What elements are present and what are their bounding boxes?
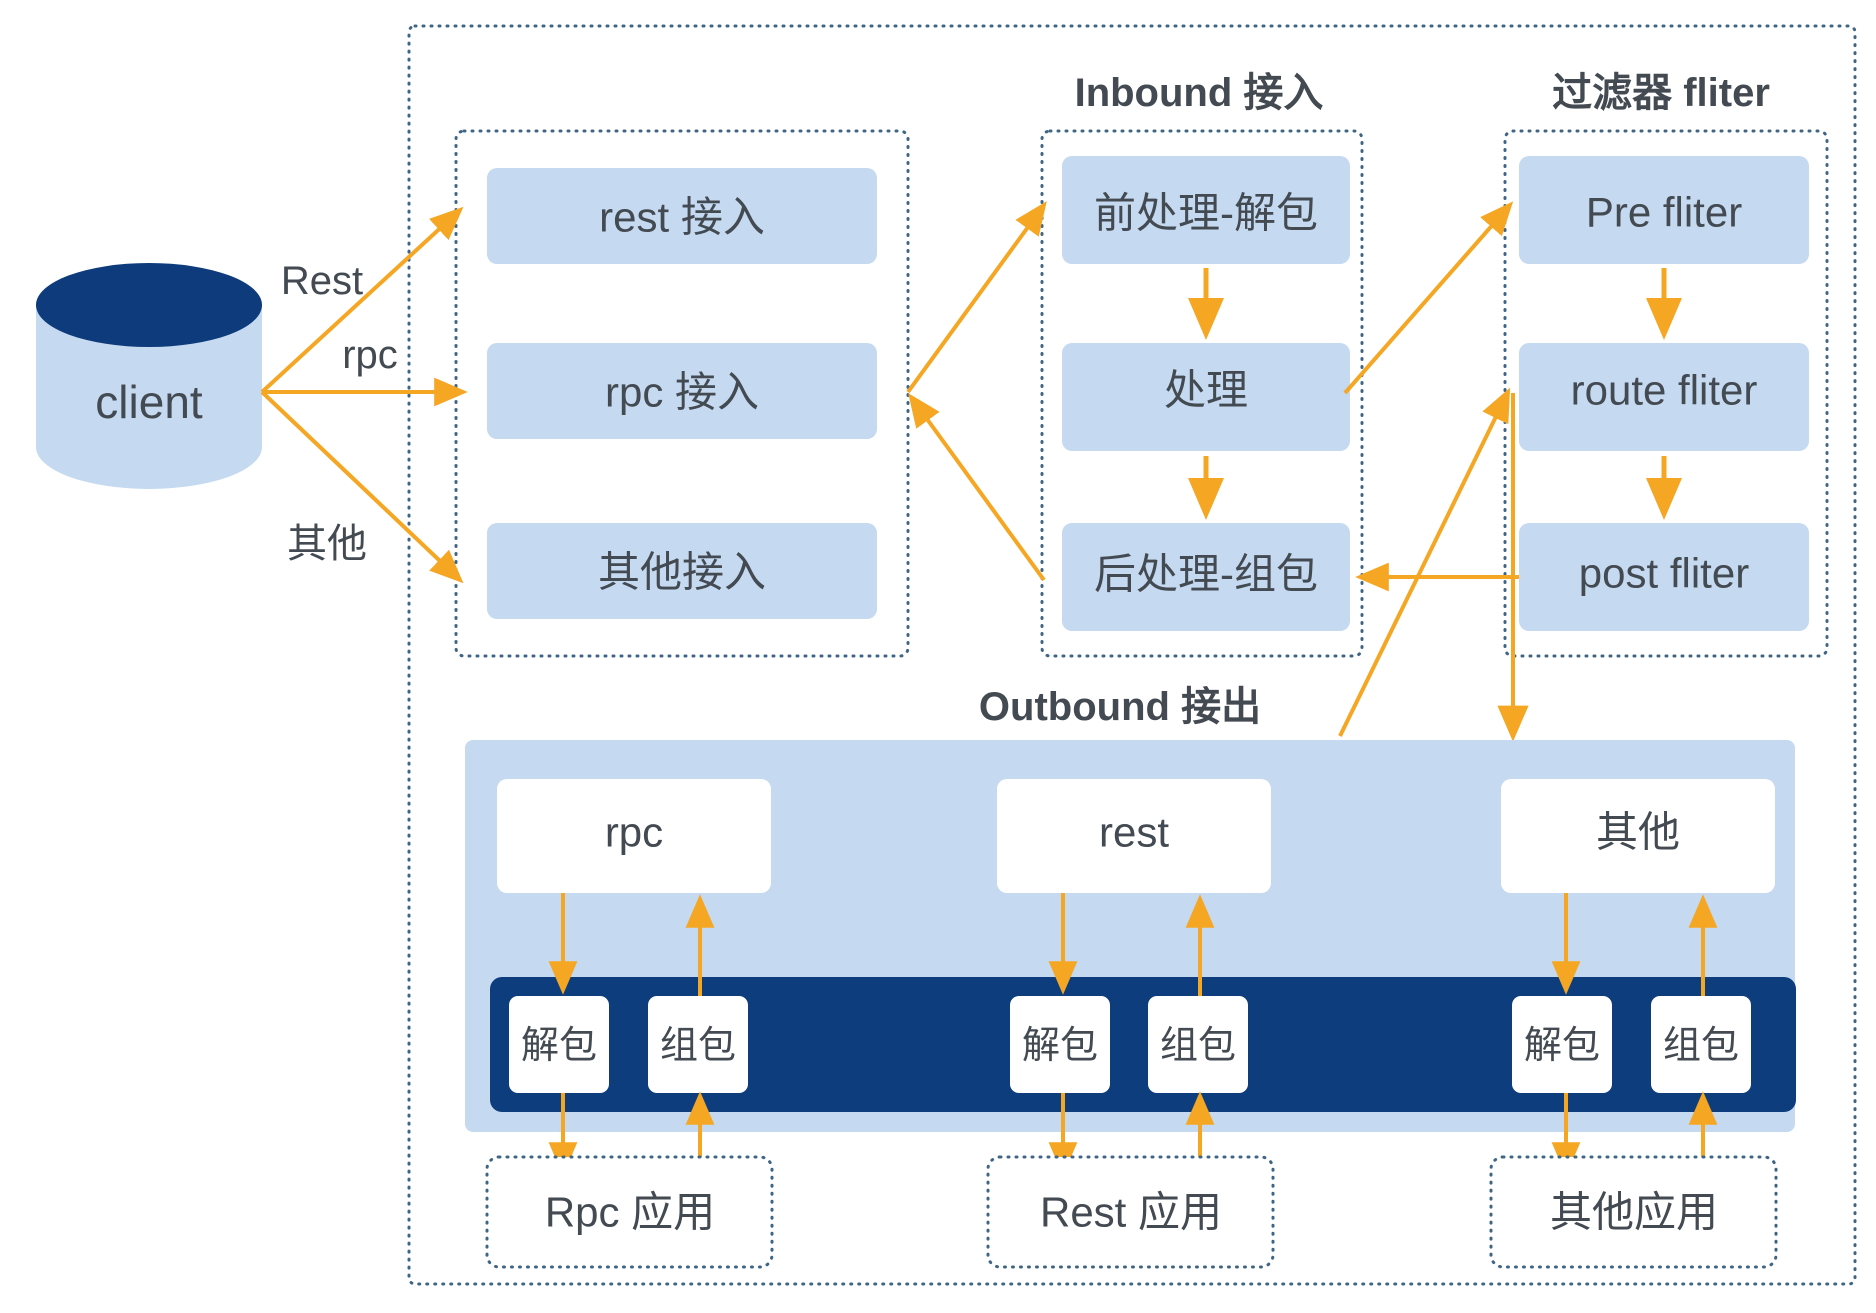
codec-lane-3-unpack[interactable]: 解包 bbox=[1512, 996, 1612, 1093]
filter-item-route-label: route fliter bbox=[1571, 367, 1758, 414]
access-item-rpc-label: rpc 接入 bbox=[605, 369, 759, 416]
access-item-other-label: 其他接入 bbox=[598, 549, 766, 596]
arrow-access-to-preprocess bbox=[906, 201, 1047, 394]
outer-container bbox=[407, 24, 1857, 1286]
edge-label-rpc: rpc bbox=[342, 333, 398, 377]
access-item-other[interactable]: 其他接入 bbox=[487, 523, 877, 619]
access-item-rest[interactable]: rest 接入 bbox=[487, 168, 877, 264]
application-other[interactable]: 其他应用 bbox=[1489, 1155, 1778, 1269]
heading-inbound: Inbound 接入 bbox=[1075, 71, 1324, 115]
inbound-item-preprocess[interactable]: 前处理-解包 bbox=[1062, 156, 1350, 264]
codec-lane-1-unpack-label: 解包 bbox=[521, 1025, 597, 1067]
edge-label-rest: Rest bbox=[281, 259, 363, 303]
outbound-protocol-other[interactable]: 其他 bbox=[1501, 779, 1775, 893]
arrow-outbound-to-route-filter bbox=[1338, 387, 1511, 737]
codec-lane-1-unpack[interactable]: 解包 bbox=[509, 996, 609, 1093]
application-rest[interactable]: Rest 应用 bbox=[986, 1155, 1275, 1269]
outbound-protocol-rest[interactable]: rest bbox=[997, 779, 1271, 893]
access-item-rpc[interactable]: rpc 接入 bbox=[487, 343, 877, 439]
access-item-rest-label: rest 接入 bbox=[599, 194, 765, 241]
heading-filter: 过滤器 fliter bbox=[1552, 71, 1770, 115]
codec-lane-1-pack[interactable]: 组包 bbox=[648, 996, 748, 1093]
client-cylinder: client bbox=[36, 263, 262, 489]
filter-item-pre-label: Pre fliter bbox=[1586, 189, 1742, 236]
codec-lane-3-unpack-label: 解包 bbox=[1524, 1025, 1600, 1067]
outbound-protocol-rpc-label: rpc bbox=[605, 809, 663, 856]
application-rpc[interactable]: Rpc 应用 bbox=[485, 1155, 774, 1269]
codec-lane-2-pack[interactable]: 组包 bbox=[1148, 996, 1248, 1093]
filter-item-pre[interactable]: Pre fliter bbox=[1519, 156, 1809, 264]
codec-bar bbox=[490, 977, 1796, 1112]
application-rest-label: Rest 应用 bbox=[1040, 1189, 1222, 1236]
codec-lane-2-unpack[interactable]: 解包 bbox=[1010, 996, 1110, 1093]
client-label: client bbox=[95, 376, 203, 428]
outbound-protocol-rest-label: rest bbox=[1099, 809, 1169, 856]
application-other-label: 其他应用 bbox=[1550, 1189, 1718, 1236]
heading-outbound: Outbound 接出 bbox=[979, 685, 1261, 729]
outbound-protocol-rpc[interactable]: rpc bbox=[497, 779, 771, 893]
filter-item-post[interactable]: post fliter bbox=[1519, 523, 1809, 631]
filter-item-route[interactable]: route fliter bbox=[1519, 343, 1809, 451]
arrow-postprocess-to-access bbox=[908, 393, 1046, 582]
arrow-client-other bbox=[260, 390, 464, 584]
arrow-process-to-pre-filter bbox=[1343, 201, 1514, 395]
edge-label-other: 其他 bbox=[287, 522, 367, 566]
codec-lane-3-pack[interactable]: 组包 bbox=[1651, 996, 1751, 1093]
codec-lane-2-pack-label: 组包 bbox=[1160, 1025, 1236, 1067]
inbound-item-postprocess-label: 后处理-组包 bbox=[1094, 551, 1318, 598]
arrow-client-rest bbox=[260, 206, 464, 394]
outbound-protocol-other-label: 其他 bbox=[1596, 809, 1680, 856]
inbound-item-postprocess[interactable]: 后处理-组包 bbox=[1062, 523, 1350, 631]
application-rpc-label: Rpc 应用 bbox=[545, 1189, 715, 1236]
inbound-group-panel bbox=[1040, 129, 1364, 658]
filter-item-post-label: post fliter bbox=[1579, 550, 1749, 597]
codec-lane-2-unpack-label: 解包 bbox=[1022, 1025, 1098, 1067]
codec-lane-3-pack-label: 组包 bbox=[1663, 1025, 1739, 1067]
inbound-item-process[interactable]: 处理 bbox=[1062, 343, 1350, 451]
inbound-item-preprocess-label: 前处理-解包 bbox=[1094, 190, 1318, 237]
filter-group-panel bbox=[1503, 129, 1829, 658]
codec-lane-1-pack-label: 组包 bbox=[660, 1025, 736, 1067]
inbound-item-process-label: 处理 bbox=[1164, 367, 1248, 414]
